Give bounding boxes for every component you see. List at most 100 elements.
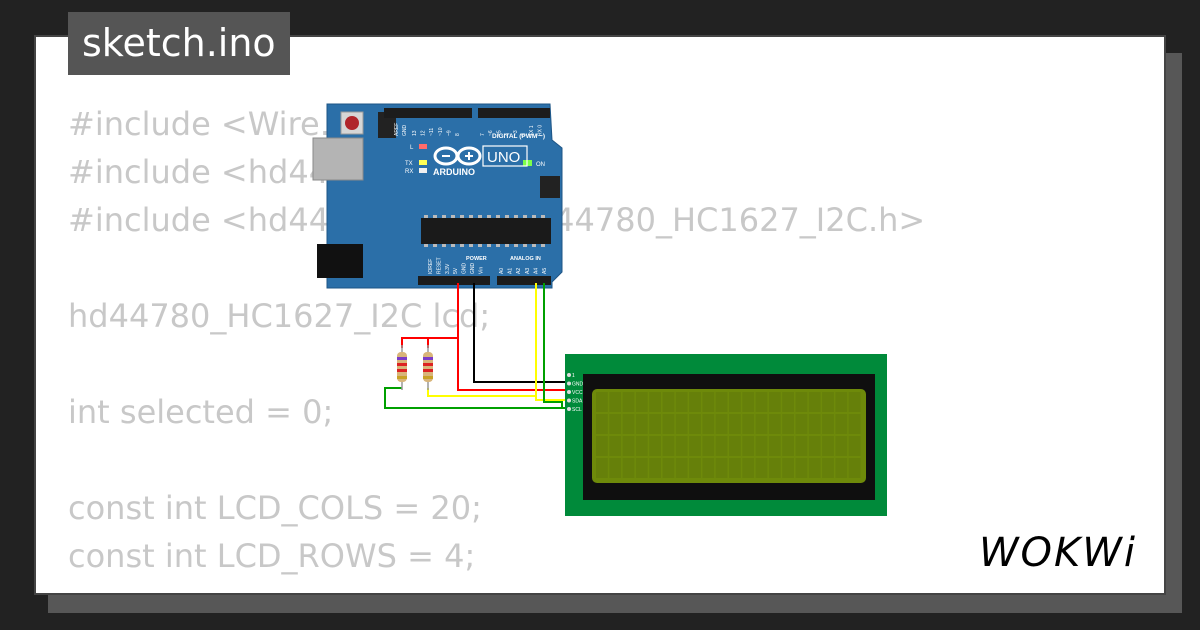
lcd-cell bbox=[609, 414, 622, 434]
digital-pin-label: TX 1 bbox=[529, 125, 535, 136]
lcd-cell bbox=[622, 436, 635, 456]
analog-header bbox=[497, 276, 551, 285]
chip-pin bbox=[469, 215, 473, 218]
lcd-pin[interactable] bbox=[567, 390, 571, 394]
analog-pin-label: A5 bbox=[542, 268, 548, 274]
lcd-cell bbox=[729, 392, 741, 412]
resistor-icon[interactable] bbox=[397, 345, 407, 390]
resistor-icon[interactable] bbox=[423, 345, 433, 390]
lcd-cell bbox=[689, 392, 701, 412]
power-pin-label: IOREF bbox=[428, 259, 434, 274]
lcd-cell bbox=[609, 436, 622, 456]
lcd-cell bbox=[755, 458, 768, 478]
wire-scl[interactable] bbox=[543, 283, 570, 409]
lcd-cell bbox=[768, 436, 781, 456]
analog-label: ANALOG IN bbox=[510, 256, 541, 262]
lcd-cell bbox=[702, 414, 715, 434]
lcd-cell bbox=[662, 392, 675, 412]
lcd-cell bbox=[622, 414, 635, 434]
lcd-cell bbox=[742, 414, 755, 434]
chip-pin bbox=[514, 215, 518, 218]
lcd-cell bbox=[795, 458, 808, 478]
lcd-cell bbox=[649, 458, 661, 478]
lcd-cell bbox=[729, 414, 741, 434]
chip-pin bbox=[442, 244, 446, 247]
lcd-pin[interactable] bbox=[567, 381, 571, 386]
power-pin-label: RESET bbox=[436, 257, 442, 274]
lcd-cell bbox=[662, 458, 675, 478]
wire-power[interactable] bbox=[457, 283, 570, 391]
lcd-pin-label: GND bbox=[572, 382, 584, 388]
digital-pin-label: ~3 bbox=[513, 130, 519, 136]
power-label: POWER bbox=[466, 256, 487, 262]
power-pin-label: 3.3V bbox=[445, 263, 451, 274]
lcd-cell bbox=[689, 414, 701, 434]
lcd-cell bbox=[662, 414, 675, 434]
chip-pin bbox=[496, 215, 500, 218]
lcd-pin[interactable] bbox=[567, 398, 571, 403]
wire-sda-pullup[interactable] bbox=[427, 388, 536, 397]
power-pin-label: GND bbox=[470, 263, 476, 275]
chip-pin bbox=[487, 215, 491, 218]
digital-pin-label: ~11 bbox=[429, 128, 435, 136]
lcd-cell bbox=[702, 436, 715, 456]
led-l-icon bbox=[419, 144, 427, 149]
code-line: const int LCD_ROWS = 4; bbox=[68, 537, 476, 575]
chip-pin bbox=[451, 244, 455, 247]
digital-pin-label: ~10 bbox=[438, 127, 444, 136]
led-rx-label: RX bbox=[405, 169, 413, 175]
chip-pin bbox=[505, 244, 509, 247]
chip-pin bbox=[478, 244, 482, 247]
chip-pin bbox=[487, 244, 491, 247]
lcd-pin[interactable] bbox=[567, 407, 571, 411]
lcd-cell bbox=[715, 414, 728, 434]
aref-label: AREF bbox=[394, 123, 400, 136]
wires[interactable] bbox=[384, 283, 570, 409]
lcd-cell bbox=[808, 436, 821, 456]
chip-pin bbox=[433, 215, 437, 218]
file-tab-sketch[interactable]: sketch.ino bbox=[68, 12, 290, 75]
digital-pin-label: 12 bbox=[421, 130, 427, 136]
digital-header bbox=[384, 108, 472, 118]
lcd-pin[interactable] bbox=[567, 373, 571, 377]
lcd-cell bbox=[635, 392, 648, 412]
wire-scl-pullup[interactable] bbox=[384, 387, 562, 409]
lcd-cell bbox=[782, 458, 794, 478]
digital-pin-label: 8 bbox=[455, 133, 461, 136]
arduino-model: UNO bbox=[487, 149, 520, 166]
chip-pin bbox=[469, 244, 473, 247]
wire-power-pullup[interactable] bbox=[401, 337, 458, 348]
lcd-pin-label: 1 bbox=[572, 373, 575, 379]
lcd-cell bbox=[649, 392, 661, 412]
chip-pin bbox=[451, 215, 455, 218]
wire-ground[interactable] bbox=[473, 283, 570, 383]
gnd-label: GND bbox=[402, 125, 408, 137]
lcd-cell bbox=[649, 436, 661, 456]
lcd-cell bbox=[768, 414, 781, 434]
wire-sda[interactable] bbox=[535, 283, 570, 401]
lcd-cell bbox=[729, 458, 741, 478]
lcd-cell bbox=[715, 458, 728, 478]
lcd-cell bbox=[835, 436, 848, 456]
chip-pin bbox=[514, 244, 518, 247]
chip-pin bbox=[523, 244, 527, 247]
chip-pin bbox=[496, 244, 500, 247]
lcd-cell bbox=[795, 414, 808, 434]
power-header bbox=[418, 276, 490, 285]
chip-pin bbox=[424, 215, 428, 218]
led-on-label: ON bbox=[536, 162, 545, 168]
lcd-cell bbox=[609, 458, 622, 478]
wokwi-logo[interactable]: WOKWi bbox=[975, 522, 1155, 582]
lcd-cell bbox=[662, 436, 675, 456]
power-pin-label: Vin bbox=[478, 267, 484, 274]
arduino-brand: ARDUINO bbox=[433, 167, 475, 177]
lcd-cell bbox=[702, 458, 715, 478]
digital-pin-label: 7 bbox=[480, 133, 486, 136]
lcd-pin-label: SCL bbox=[572, 407, 582, 413]
chip-pin bbox=[424, 244, 428, 247]
chip-pin bbox=[541, 244, 545, 247]
lcd-cell bbox=[755, 436, 768, 456]
